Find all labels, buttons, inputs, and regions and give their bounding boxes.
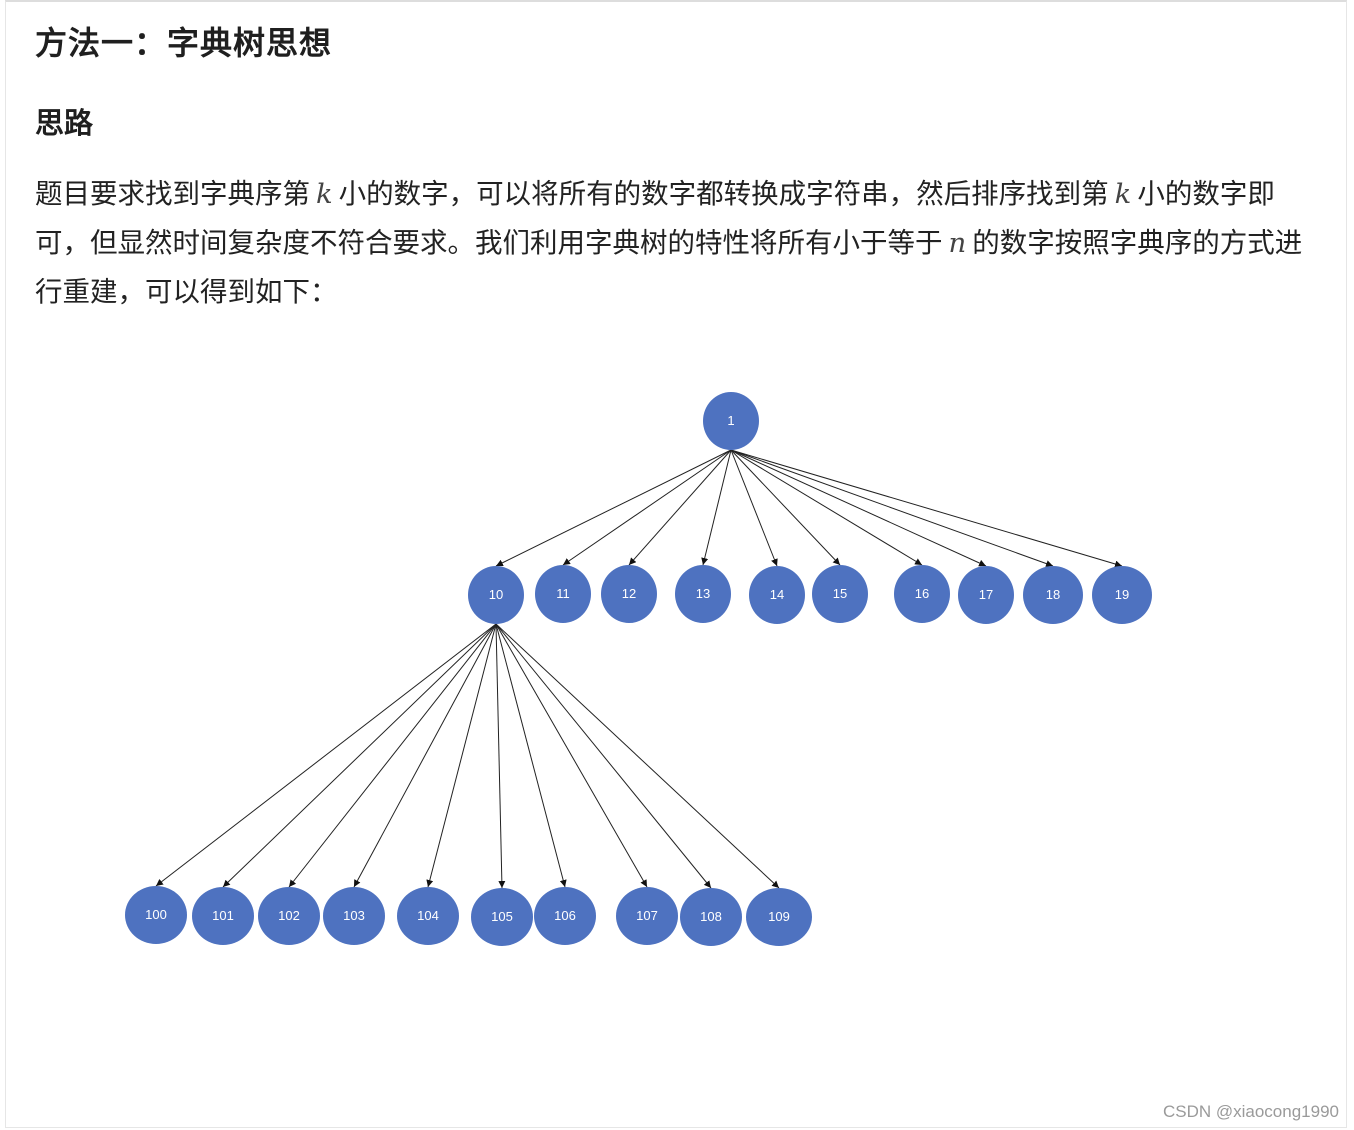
node-14-circle: [749, 566, 805, 624]
tree-edges: [155, 449, 1123, 889]
edge-1-to-14: [730, 449, 778, 567]
node-16-label: 16: [915, 586, 929, 601]
edge-1-to-15: [730, 449, 841, 566]
edge-1-to-12: [628, 449, 732, 566]
node-12-label: 12: [622, 586, 636, 601]
node-16-circle: [894, 565, 950, 623]
node-101-label: 101: [212, 908, 234, 923]
node-102: 102: [258, 887, 320, 945]
para-text-2: 小的数字，可以将所有的数字都转换成字符串，然后排序找到第: [338, 178, 1109, 210]
node-12-circle: [601, 565, 657, 623]
edge-10-to-104: [426, 623, 497, 888]
math-var-n: n: [948, 227, 967, 259]
node-101-circle: [192, 887, 254, 945]
node-18-circle: [1023, 566, 1083, 624]
node-105: 105: [471, 888, 533, 946]
para-text-4: 的数字按照字典序的方式进行重建，可以得到如下：: [35, 227, 1303, 308]
node-17-circle: [958, 566, 1014, 624]
edge-10-to-109: [495, 623, 780, 889]
node-109: 109: [746, 888, 812, 946]
node-19: 19: [1092, 566, 1152, 624]
node-17-label: 17: [979, 587, 993, 602]
node-18: 18: [1023, 566, 1083, 624]
node-19-label: 19: [1115, 587, 1129, 602]
node-109-circle: [746, 888, 812, 946]
node-15: 15: [812, 565, 868, 623]
para-text-3: 小的数字即可，但显然时间复杂度不符合要求。我们利用字典树的特性将所有小于等于: [35, 178, 1275, 259]
node-16: 16: [894, 565, 950, 623]
node-105-label: 105: [491, 909, 513, 924]
para-text-1: 题目要求找到字典序第: [35, 178, 310, 210]
node-102-circle: [258, 887, 320, 945]
node-13: 13: [675, 565, 731, 623]
edge-10-to-106: [495, 623, 567, 888]
node-104-circle: [397, 887, 459, 945]
node-11: 11: [535, 565, 591, 623]
node-100-label: 100: [145, 907, 167, 922]
node-13-circle: [675, 565, 731, 623]
sub-heading: 思路: [35, 106, 94, 140]
node-108-circle: [680, 888, 742, 946]
node-15-circle: [812, 565, 868, 623]
math-var-k-2: k: [1114, 178, 1132, 210]
node-100: 100: [125, 886, 187, 944]
csdn-watermark: CSDN @xiaocong1990: [1162, 1102, 1339, 1121]
node-106-label: 106: [554, 908, 576, 923]
edge-10-to-100: [155, 623, 497, 887]
node-14: 14: [749, 566, 805, 624]
edge-10-to-108: [495, 623, 712, 889]
node-1-circle: [703, 392, 759, 450]
edge-1-to-17: [730, 449, 987, 567]
node-105-circle: [471, 888, 533, 946]
edge-1-to-10: [495, 449, 732, 567]
page-frame: [5, 0, 1347, 1128]
node-13-label: 13: [696, 586, 710, 601]
node-11-label: 11: [556, 586, 570, 601]
edge-10-to-107: [495, 623, 648, 888]
node-12: 12: [601, 565, 657, 623]
node-106: 106: [534, 887, 596, 945]
edge-1-to-19: [730, 449, 1123, 568]
edge-1-to-18: [730, 449, 1054, 567]
edge-1-to-13: [701, 449, 732, 566]
node-107-label: 107: [636, 908, 658, 923]
node-101: 101: [192, 887, 254, 945]
node-103-label: 103: [343, 908, 365, 923]
node-14-label: 14: [770, 587, 784, 602]
edge-10-to-101: [222, 623, 497, 888]
node-10-circle: [468, 566, 524, 624]
edge-10-to-102: [288, 623, 497, 888]
node-109-label: 109: [768, 909, 790, 924]
node-11-circle: [535, 565, 591, 623]
node-107: 107: [616, 887, 678, 945]
node-17: 17: [958, 566, 1014, 624]
section-heading: 方法一：字典树思想: [35, 24, 333, 62]
edge-10-to-105: [495, 623, 506, 889]
node-10: 10: [468, 566, 524, 624]
node-108-label: 108: [700, 909, 722, 924]
node-10-label: 10: [489, 587, 503, 602]
node-104-label: 104: [417, 908, 439, 923]
math-var-k: k: [316, 178, 333, 210]
node-108: 108: [680, 888, 742, 946]
node-1: 1: [703, 392, 759, 450]
node-100-circle: [125, 886, 187, 944]
edge-1-to-16: [730, 449, 923, 566]
edge-10-to-103: [353, 623, 497, 888]
node-18-label: 18: [1046, 587, 1060, 602]
node-103-circle: [323, 887, 385, 945]
node-106-circle: [534, 887, 596, 945]
edge-1-to-11: [562, 449, 732, 566]
node-1-label: 1: [727, 413, 734, 428]
tree-nodes: 1 10 11 12 13 14 15 16 17 18 19 100 101 102 103 104 105 1…: [125, 392, 1152, 946]
node-19-circle: [1092, 566, 1152, 624]
node-102-label: 102: [278, 908, 300, 923]
node-104: 104: [397, 887, 459, 945]
node-103: 103: [323, 887, 385, 945]
node-15-label: 15: [833, 586, 847, 601]
node-107-circle: [616, 887, 678, 945]
